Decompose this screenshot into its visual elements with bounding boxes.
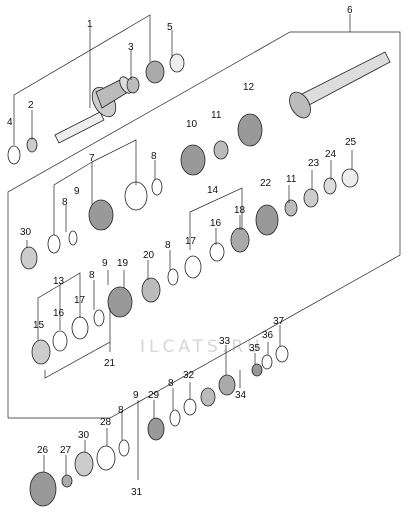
callout-36: 36	[262, 330, 274, 341]
callout-30b: 30	[78, 430, 90, 441]
callout-6: 6	[347, 5, 353, 16]
callout-20: 20	[143, 250, 155, 261]
callout-22: 22	[260, 178, 272, 189]
callout-8c: 8	[165, 240, 171, 251]
bearing-part-27[interactable]	[61, 474, 73, 488]
callout-15: 15	[33, 320, 45, 331]
callout-23: 23	[308, 158, 320, 169]
callout-33: 33	[219, 336, 231, 347]
ring-part-30a[interactable]	[20, 246, 38, 270]
gear-part-29[interactable]	[147, 417, 165, 441]
hub-part-19[interactable]	[107, 286, 133, 318]
assembly-frame	[7, 31, 401, 419]
callout-11a: 11	[211, 110, 222, 121]
bearing-part-2[interactable]	[26, 137, 38, 153]
gear-part-12[interactable]	[237, 113, 263, 147]
ring-part-16a[interactable]	[209, 242, 225, 262]
callout-11b: 11	[286, 174, 297, 185]
callout-3: 3	[128, 42, 134, 53]
callout-14: 14	[207, 185, 219, 196]
callout-8a: 8	[62, 197, 68, 208]
callout-9b: 9	[102, 258, 108, 269]
washer-part-32[interactable]	[183, 398, 197, 416]
callout-7: 7	[89, 153, 95, 164]
part-24[interactable]	[323, 177, 337, 195]
gear-part-22[interactable]	[255, 204, 279, 236]
callout-17a: 17	[185, 236, 197, 247]
gear-part-26[interactable]	[29, 471, 57, 507]
callout-2: 2	[28, 100, 34, 111]
ring-part-17a[interactable]	[184, 255, 202, 279]
clip-part-8e[interactable]	[93, 309, 105, 327]
bearing-part-33[interactable]	[218, 374, 236, 396]
callout-21: 21	[104, 358, 116, 369]
gear-part-7[interactable]	[88, 199, 114, 231]
ring-part-4[interactable]	[7, 145, 21, 165]
gear-part-10[interactable]	[180, 144, 206, 176]
callout-16a: 16	[210, 218, 222, 229]
clip-part-8g[interactable]	[118, 439, 130, 457]
ring-part-37[interactable]	[275, 345, 289, 363]
callout-1: 1	[87, 19, 93, 30]
part-35[interactable]	[251, 363, 263, 377]
input-shaft[interactable]	[54, 75, 135, 144]
ring-part-8a[interactable]	[47, 234, 61, 254]
callout-35: 35	[249, 343, 261, 354]
callout-10: 10	[186, 119, 198, 130]
ring-part-20[interactable]	[141, 277, 161, 303]
ring-part-16b[interactable]	[52, 330, 68, 352]
washer-part-36[interactable]	[261, 354, 273, 370]
callout-27: 27	[60, 445, 72, 456]
callout-24: 24	[325, 149, 337, 160]
clip-part-8f[interactable]	[169, 409, 181, 427]
callout-8e: 8	[168, 378, 174, 389]
ring-part-5[interactable]	[169, 53, 185, 73]
callout-13: 13	[53, 276, 65, 287]
ring-part-28[interactable]	[96, 445, 116, 471]
callout-30a: 30	[20, 227, 32, 238]
clip-part-8b[interactable]	[68, 230, 78, 246]
callout-9c: 9	[133, 390, 139, 401]
ring-part-7b[interactable]	[124, 181, 148, 211]
callout-18: 18	[234, 205, 246, 216]
callout-9a: 9	[74, 186, 80, 197]
callout-19: 19	[117, 258, 129, 269]
clip-part-8c[interactable]	[151, 178, 163, 196]
callout-5: 5	[167, 22, 173, 33]
callout-17b: 17	[74, 295, 86, 306]
callout-37: 37	[273, 316, 285, 327]
watermark: ILCATS.RU	[140, 337, 264, 357]
needle-bearing-11a[interactable]	[213, 140, 229, 160]
callout-numbers: 1 2 3 4 5 6 7 8 9 8 10 11 12 30 14 22 11…	[7, 5, 357, 498]
callout-12: 12	[243, 82, 255, 93]
callout-34: 34	[235, 390, 247, 401]
part-18[interactable]	[230, 227, 250, 253]
part-23[interactable]	[303, 188, 319, 208]
callout-25: 25	[345, 137, 357, 148]
callout-16b: 16	[53, 308, 65, 319]
callout-8f: 8	[118, 405, 124, 416]
bearing-part-32b[interactable]	[200, 387, 216, 407]
callout-28: 28	[100, 417, 112, 428]
part-25[interactable]	[341, 168, 359, 188]
callout-8d: 8	[89, 270, 95, 281]
callout-8b: 8	[151, 151, 157, 162]
clip-part-8d[interactable]	[167, 268, 179, 286]
main-shaft[interactable]	[285, 51, 391, 122]
callout-26: 26	[37, 445, 49, 456]
ring-part-30b[interactable]	[74, 451, 94, 477]
ring-part-17b[interactable]	[71, 316, 89, 340]
callout-31: 31	[131, 487, 143, 498]
callout-4: 4	[7, 117, 13, 128]
bearing-part-11b[interactable]	[284, 199, 298, 217]
bearing-part-5a[interactable]	[145, 60, 165, 84]
ring-part-15[interactable]	[31, 339, 51, 365]
bearing-part-3[interactable]	[126, 76, 140, 94]
callout-32: 32	[183, 370, 195, 381]
leader-lines	[13, 14, 353, 480]
callout-29: 29	[148, 390, 160, 401]
